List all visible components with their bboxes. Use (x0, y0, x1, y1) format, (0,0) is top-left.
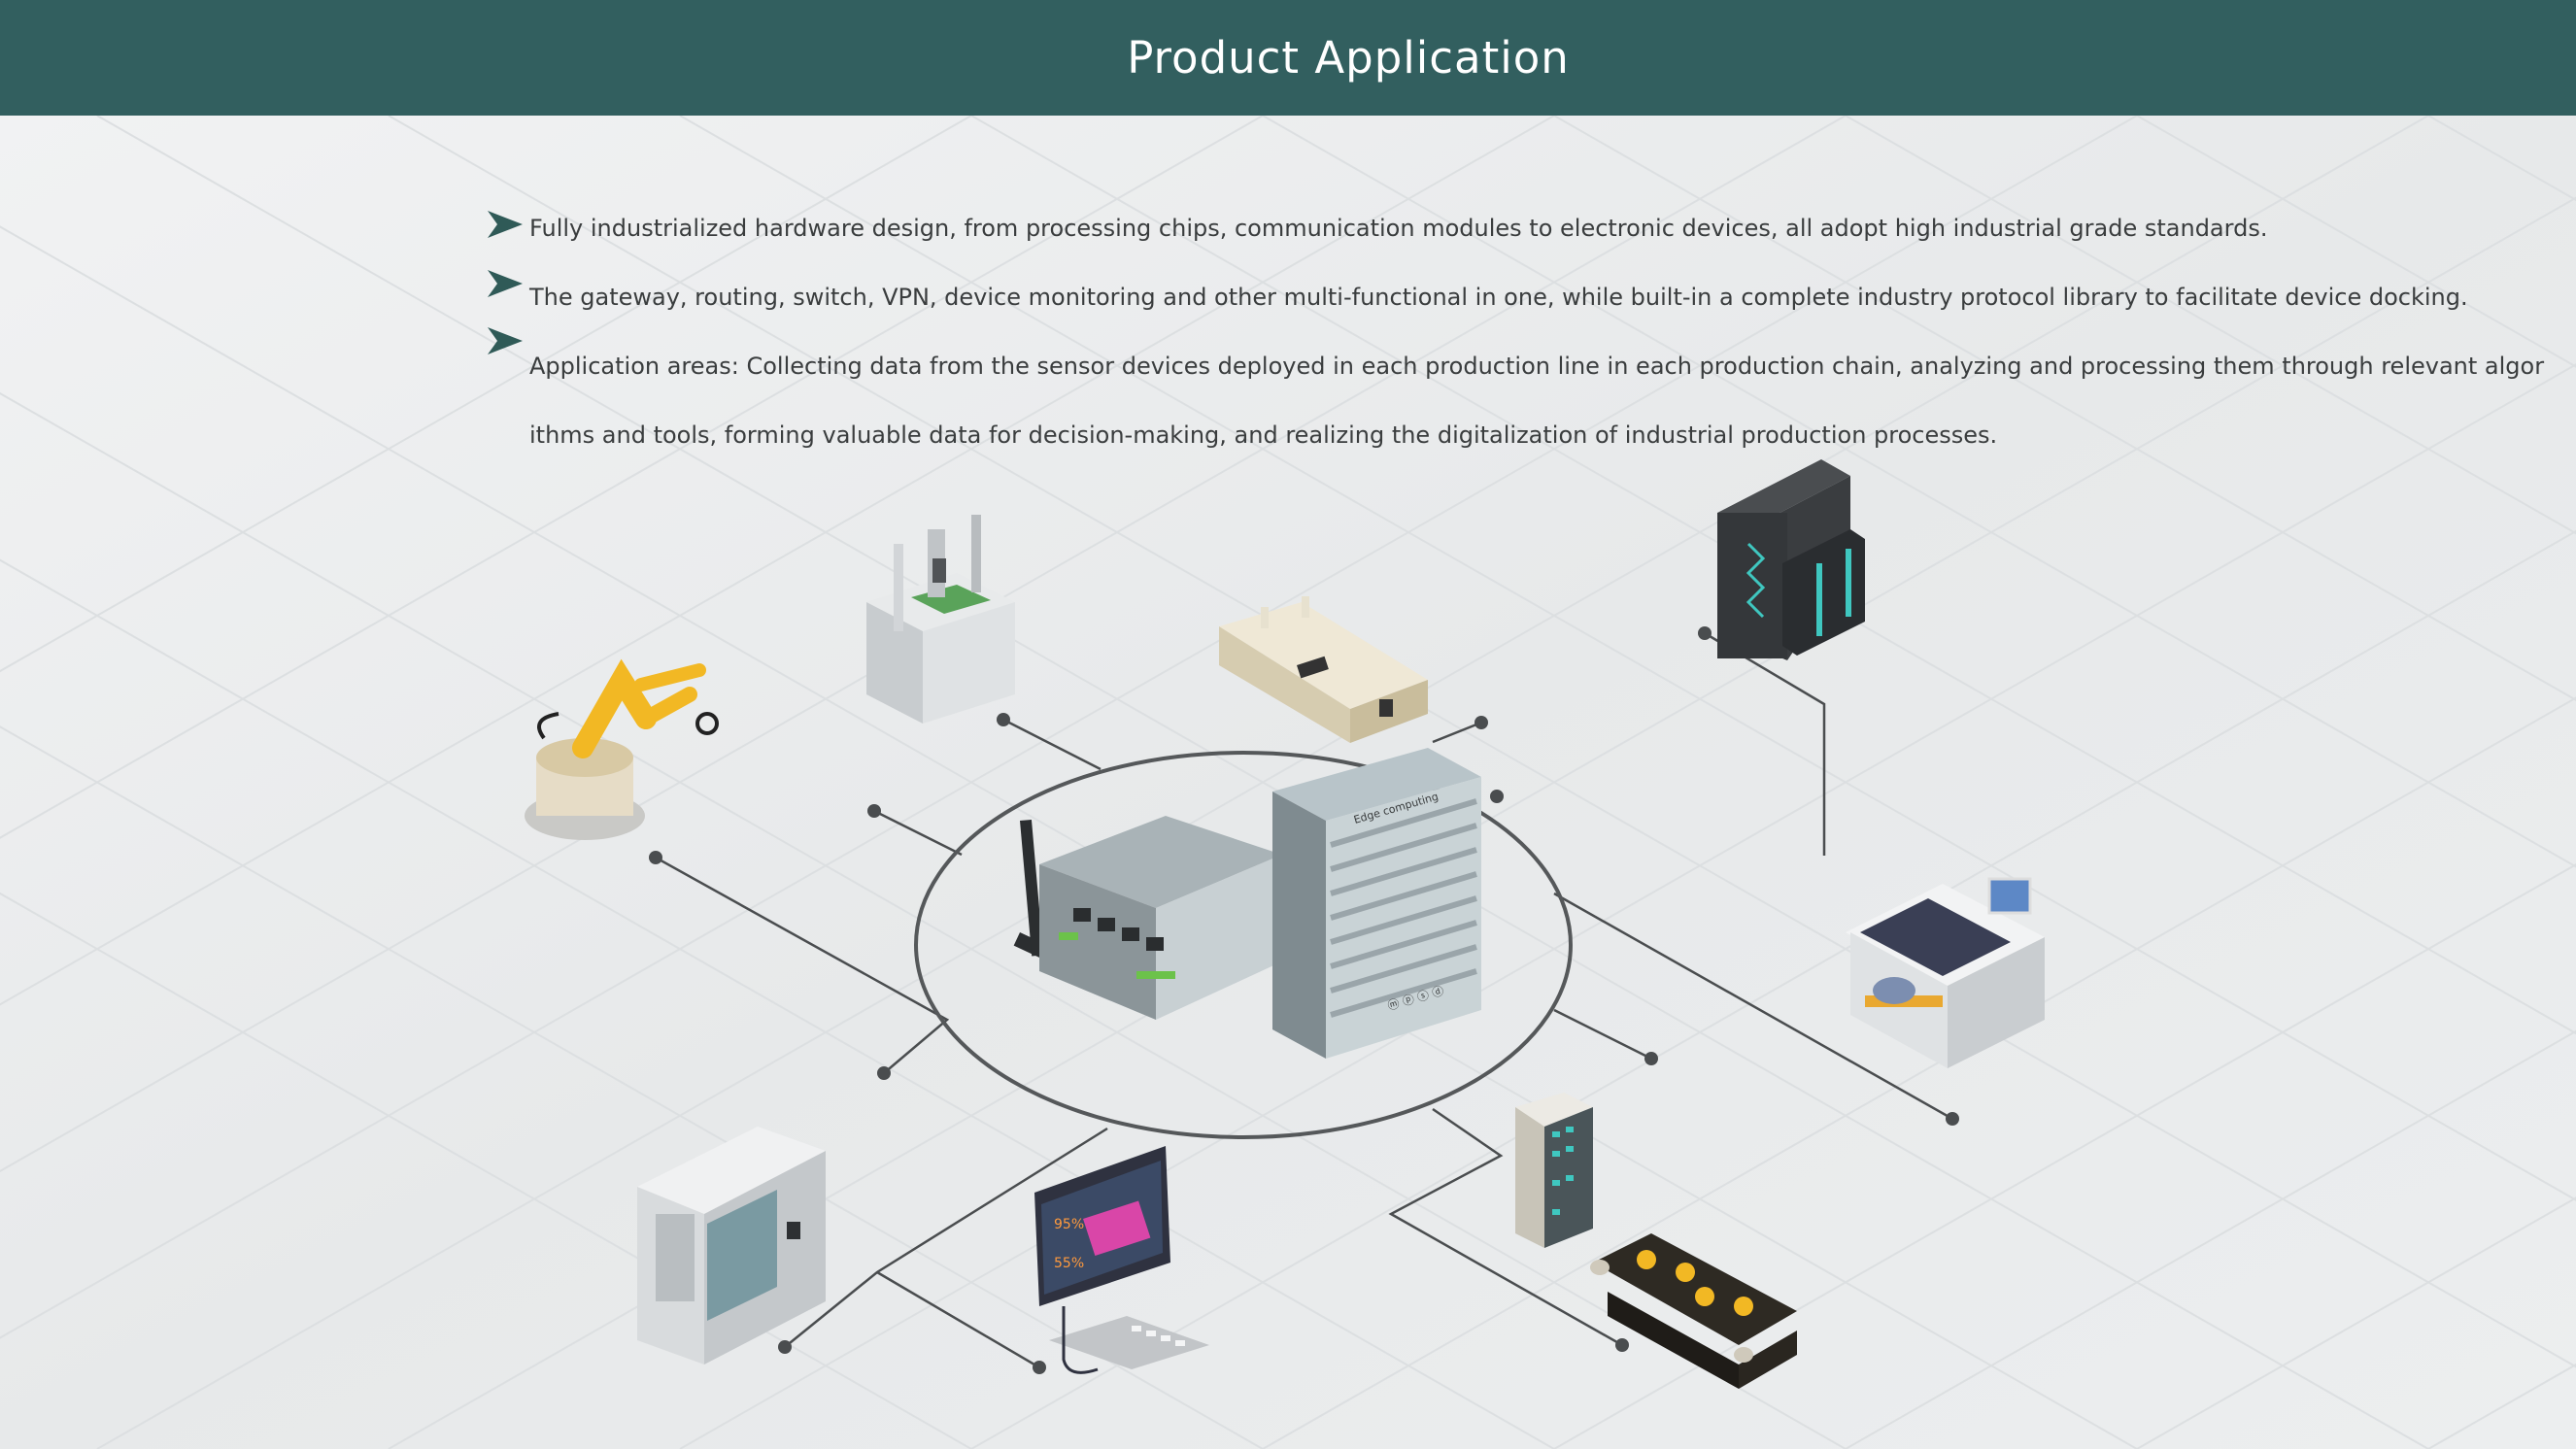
svg-text:95%: 95% (1054, 1217, 1084, 1232)
grid-line (1553, 116, 2576, 701)
bullet-list: Fully industrialized hardware design, fr… (486, 194, 2545, 470)
bullet-text: Application areas: Collecting data from … (529, 353, 2545, 449)
grid-line (96, 116, 2429, 1449)
grid-line (1553, 863, 2576, 1449)
grid-line (0, 116, 1264, 839)
background-grid (0, 116, 2576, 1449)
center-ring (914, 751, 1573, 1139)
sensor-module-icon (1219, 596, 1428, 743)
bullet-item: Fully industrialized hardware design, fr… (486, 194, 2545, 263)
cnc-machine-icon (637, 1127, 826, 1365)
grid-line (0, 116, 2138, 1339)
bullet-text: The gateway, routing, switch, VPN, devic… (529, 284, 2468, 311)
connector-dots (649, 626, 1959, 1374)
page-title: Product Application (1127, 32, 1570, 84)
monitor-terminal-icon: 95% 55% (1034, 1146, 1209, 1374)
robot-arm-icon (525, 658, 719, 840)
application-diagram: Edge computing ⓜ ⓟ ⓢ ⓓ (525, 459, 2045, 1389)
grid-line (2136, 1196, 2576, 1449)
grid-line (0, 892, 972, 1449)
grid-line (2136, 116, 2576, 368)
grid-line (0, 116, 1555, 1006)
pcb-tester-icon (866, 515, 1015, 724)
edge-gateway-device: Edge computing ⓜ ⓟ ⓢ ⓓ (1013, 748, 1481, 1059)
svg-text:55%: 55% (1054, 1256, 1084, 1271)
header-bar: Product Application (0, 0, 2576, 116)
bullet-item: The gateway, routing, switch, VPN, devic… (486, 263, 2545, 332)
grid-line (1262, 696, 2576, 1449)
grid-line (970, 529, 2576, 1449)
grid-line (0, 116, 1847, 1173)
control-cabinet-icon (1515, 1093, 1593, 1248)
conveyor-belt-icon (1590, 1233, 1797, 1389)
grid-line (1845, 116, 2576, 535)
bullet-item: Application areas: Collecting data from … (486, 327, 2545, 470)
bullet-text: Fully industrialized hardware design, fr… (529, 215, 2268, 242)
server-rack-icon (1717, 459, 1865, 660)
grid-line (0, 116, 972, 673)
arrow-bullet-icon (486, 261, 525, 300)
connector-lines (655, 631, 1953, 1369)
arrow-bullet-icon (486, 202, 525, 241)
grid-line (1845, 1029, 2576, 1449)
arrow-bullet-icon (486, 319, 525, 357)
smt-machine-icon (1846, 877, 2045, 1068)
